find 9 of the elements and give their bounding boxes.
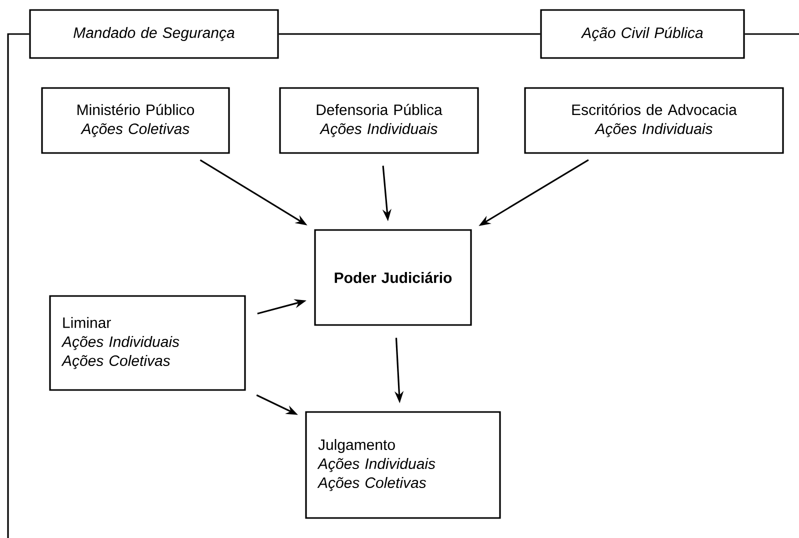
- process-box: Poder Judiciário: [314, 229, 472, 326]
- title-box: Ação Civil Pública: [540, 9, 745, 59]
- process-box: Liminar Ações Individuais Ações Coletivas: [49, 295, 246, 391]
- process-box: Escritórios de Advocacia Ações Individuais: [524, 87, 784, 154]
- process-box: Defensoria Pública Ações Individuais: [279, 87, 479, 154]
- title-box: Mandado de Segurança: [29, 9, 279, 59]
- connector-line: [278, 33, 540, 35]
- process-box: Ministério Público Ações Coletivas: [41, 87, 230, 154]
- process-box: Julgamento Ações Individuais Ações Coletivas: [305, 411, 501, 519]
